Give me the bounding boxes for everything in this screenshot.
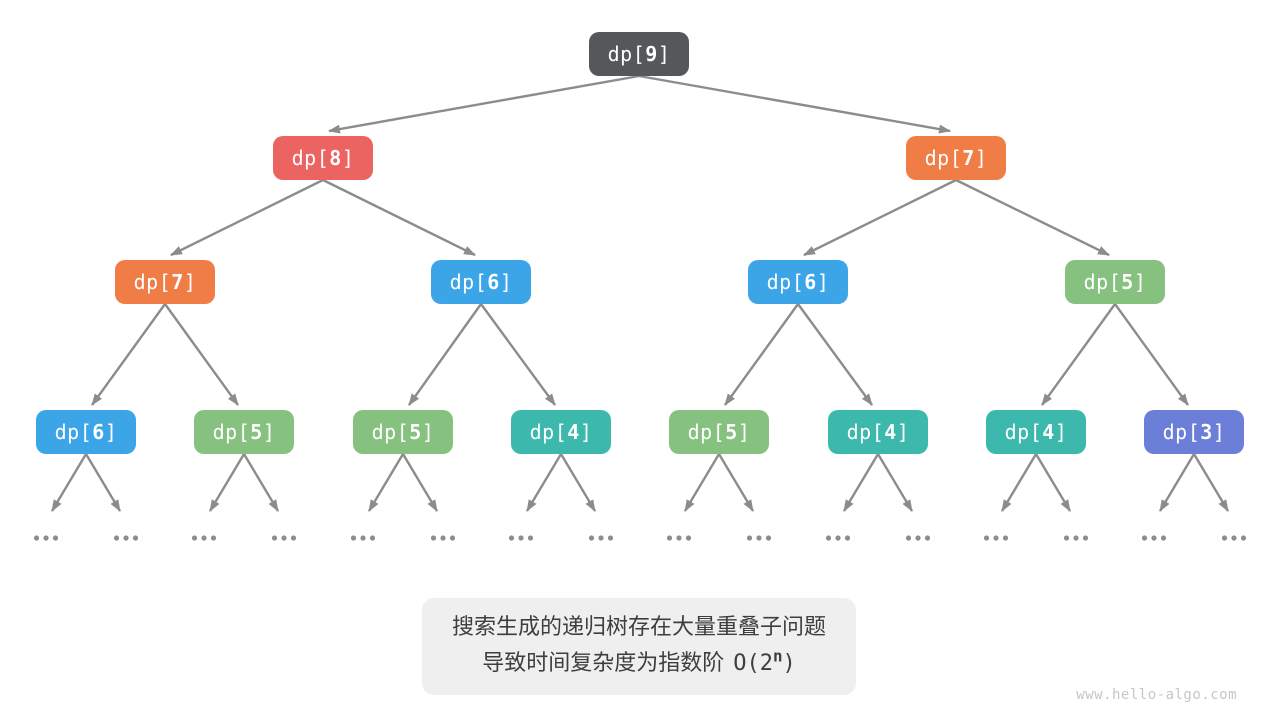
tree-edge <box>876 453 914 512</box>
tree-edge <box>208 453 246 512</box>
ellipsis-leaf <box>666 535 692 541</box>
tree-edge <box>803 178 957 257</box>
caption-line1: 搜索生成的递归树存在大量重叠子问题 <box>451 614 827 639</box>
tree-edge <box>842 453 880 512</box>
tree-edge <box>638 74 951 134</box>
ellipsis-leaf <box>983 535 1009 541</box>
tree-edge <box>164 303 239 406</box>
tree-edge <box>525 453 563 512</box>
tree-edge <box>242 453 280 512</box>
ellipsis-leaf <box>508 535 534 541</box>
tree-edge <box>84 453 122 512</box>
tree-edge <box>401 453 439 512</box>
tree-edge <box>91 303 166 406</box>
ellipsis-leaf <box>588 535 614 541</box>
tree-edge <box>322 178 476 257</box>
big-o-notation: O(2n) <box>733 646 796 676</box>
ellipsis-leaf <box>746 535 772 541</box>
tree-edge <box>797 303 873 406</box>
caption-line2-text: 导致时间复杂度为指数阶 <box>482 650 725 675</box>
caption-line2: 导致时间复杂度为指数阶 O(2n) <box>452 645 826 682</box>
tree-edge <box>717 453 755 512</box>
tree-edge <box>367 453 405 512</box>
tree-edge <box>1041 303 1116 406</box>
ellipsis-leaf <box>1221 535 1247 541</box>
tree-edge <box>1114 303 1189 406</box>
tree-edge <box>724 303 799 406</box>
ellipsis-leaf <box>113 535 139 541</box>
tree-edge <box>955 178 1110 257</box>
caption-box: 搜索生成的递归树存在大量重叠子问题 导致时间复杂度为指数阶 O(2n) <box>421 598 857 695</box>
tree-edge <box>559 453 597 512</box>
ellipsis-leaf <box>825 535 851 541</box>
ellipsis-leaf <box>271 535 297 541</box>
watermark-url: www.hello-algo.com <box>1076 687 1237 703</box>
tree-edge <box>328 74 640 134</box>
ellipsis-leaf <box>430 535 456 541</box>
tree-edge <box>408 303 482 406</box>
ellipsis-leaf <box>33 535 59 541</box>
tree-edge <box>1000 453 1038 512</box>
tree-edge <box>1158 453 1196 512</box>
tree-edge <box>683 453 721 512</box>
ellipsis-leaf <box>350 535 376 541</box>
tree-edge <box>480 303 556 406</box>
tree-edge <box>50 453 88 512</box>
ellipsis-leaf <box>191 535 217 541</box>
big-o-exponent: n <box>772 646 783 666</box>
ellipsis-leaf <box>905 535 931 541</box>
tree-edge <box>170 178 324 257</box>
ellipsis-leaf <box>1141 535 1167 541</box>
tree-edge <box>1192 453 1230 512</box>
ellipsis-leaf <box>1063 535 1089 541</box>
tree-edge <box>1034 453 1072 512</box>
